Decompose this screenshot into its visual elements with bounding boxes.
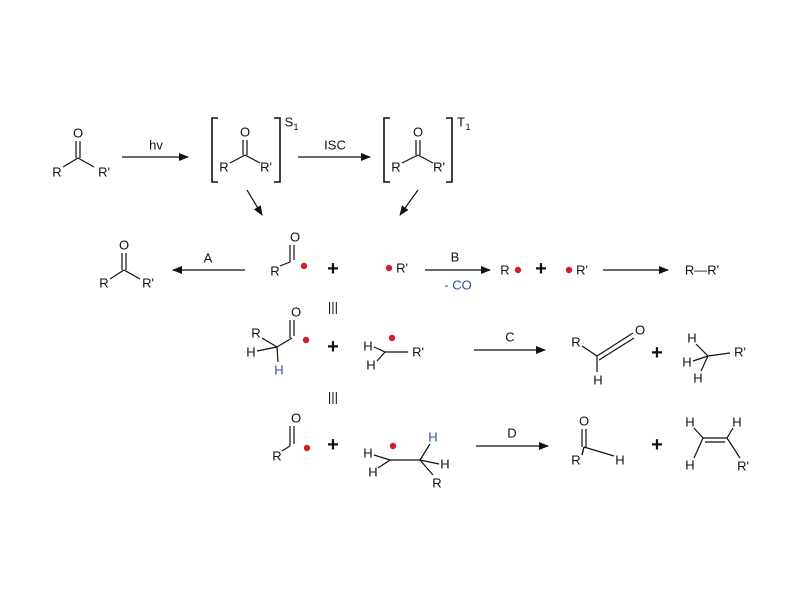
arrow-label-a: A (204, 251, 213, 266)
arrow-a: A (172, 251, 245, 274)
atom-r: R (432, 476, 441, 491)
atom-r: R (571, 453, 580, 468)
atom-h: H (366, 358, 375, 373)
atom-o: O (635, 323, 645, 338)
alkene: H H H R' (685, 415, 749, 474)
atom-r: R (270, 264, 279, 279)
atom-h: H (682, 355, 691, 370)
arrow-c: C (474, 330, 546, 354)
atom-o: O (73, 126, 83, 141)
arrow-d: D (476, 426, 549, 450)
state-label: T (457, 115, 465, 130)
radical-dot (303, 444, 311, 452)
arrow-hv: hv (122, 138, 189, 161)
acyl-radical: O R (270, 230, 308, 279)
coupling-product: R—R' (685, 263, 719, 278)
transferred-hydrogen: H (428, 430, 437, 445)
equivalence-mark: ||| (328, 300, 338, 315)
atom-r: R (99, 276, 108, 291)
acyl-radical-alpha-h: R H H O (246, 305, 310, 378)
atom-h: H (615, 453, 624, 468)
atom-o: O (119, 238, 129, 253)
atom-rp: R' (433, 160, 445, 175)
equivalence-mark: ||| (328, 390, 338, 405)
atom-r: R (500, 263, 509, 278)
plus-sign: + (327, 434, 339, 456)
co-loss-label: - CO (444, 278, 471, 293)
atom-r: R (251, 326, 260, 341)
atom-o: O (291, 305, 301, 320)
atom-rp: R' (576, 263, 588, 278)
plus-sign: + (535, 258, 547, 280)
atom-h: H (685, 415, 694, 430)
plus-sign: + (651, 342, 663, 364)
atom-r: R (52, 165, 61, 180)
atom-h: H (363, 339, 372, 354)
state-subscript: 1 (293, 122, 298, 132)
atom-h: H (363, 446, 372, 461)
atom-h: H (685, 458, 694, 473)
radical-dot (300, 262, 308, 270)
methylene-radical: H H R' (363, 334, 424, 373)
atom-r: R (571, 335, 580, 350)
atom-rp: R' (412, 345, 424, 360)
arrow-label-c: C (505, 330, 514, 345)
radical-dot (389, 442, 397, 450)
atom-h: H (687, 331, 696, 346)
singlet-excited-state: S 1 O R R' (211, 115, 299, 183)
state-subscript: 1 (465, 122, 470, 132)
transferred-hydrogen: H (274, 363, 283, 378)
radical-dot (514, 266, 522, 274)
state-label: S (285, 115, 294, 130)
arrow-label-hv: hv (149, 138, 163, 153)
atom-rp: R' (98, 165, 110, 180)
alkyl-radical: R' (385, 261, 408, 276)
arrow-b: B - CO (425, 250, 491, 293)
arrow-isc: ISC (298, 138, 371, 161)
atom-r: R (391, 160, 400, 175)
triplet-excited-state: T 1 O R R' (383, 115, 471, 183)
atom-r: R (219, 160, 228, 175)
radical-dot (385, 264, 393, 272)
atom-o: O (579, 414, 589, 429)
atom-h: H (368, 465, 377, 480)
ketone-start: O R R' (52, 126, 110, 180)
atom-o: O (413, 125, 423, 140)
atom-o: O (290, 230, 300, 245)
radical-dot (565, 266, 573, 274)
ethyl-radical: H H H H R (363, 430, 449, 491)
plus-sign: + (327, 336, 339, 358)
radical-dot (302, 336, 310, 344)
radical-dot (388, 334, 396, 342)
atom-rp: R' (142, 276, 154, 291)
atom-rp: R' (396, 261, 408, 276)
atom-h: H (693, 371, 702, 386)
atom-rp: R' (734, 345, 746, 360)
atom-o: O (240, 125, 250, 140)
methane-product: H H H R' (682, 331, 746, 386)
atom-h: H (440, 457, 449, 472)
plus-sign: + (327, 258, 339, 280)
aldehyde: O R H (571, 414, 624, 468)
atom-rp: R' (260, 160, 272, 175)
atom-o: O (291, 411, 301, 426)
atom-h: H (593, 373, 602, 388)
arrow-label-d: D (507, 426, 516, 441)
ketene: R H O (571, 323, 645, 388)
atom-rp: R' (737, 459, 749, 474)
atom-r: R (272, 449, 281, 464)
atom-h: H (246, 345, 255, 360)
arrow-label-isc: ISC (324, 138, 346, 153)
acyl-radical-2: O R (272, 411, 311, 464)
arrow-t1-cleavage (399, 189, 419, 216)
arrow-label-b: B (451, 250, 460, 265)
ketone-recombined: O R R' (99, 238, 154, 291)
plus-sign: + (651, 434, 663, 456)
atom-h: H (732, 415, 741, 430)
arrow-s1-cleavage (246, 189, 263, 216)
